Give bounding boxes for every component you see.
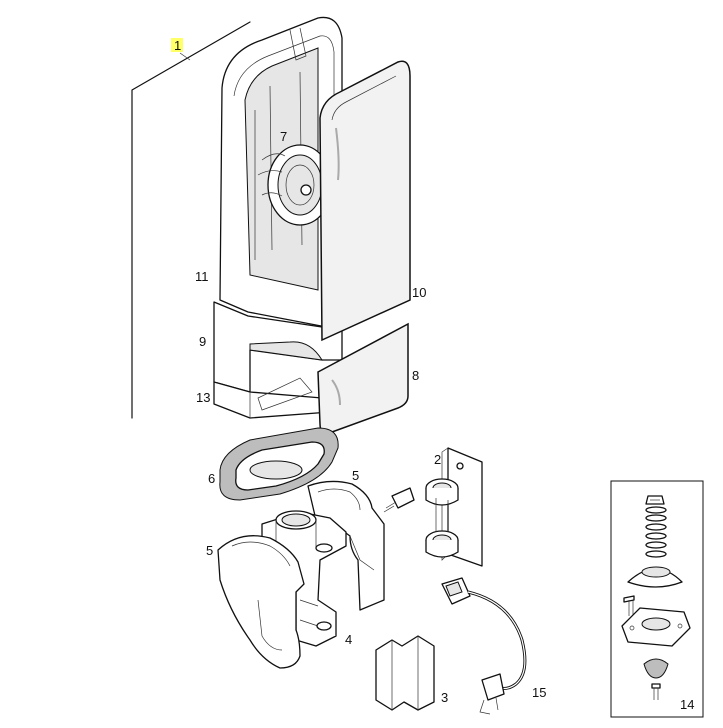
- label-5-upper: 5: [352, 468, 359, 483]
- screw: [383, 487, 415, 513]
- label-10: 10: [412, 285, 426, 300]
- label-9: 9: [199, 334, 206, 349]
- label-7: 7: [280, 129, 287, 144]
- mount-cover-right: [307, 480, 385, 611]
- label-8: 8: [412, 368, 419, 383]
- label-1: 1: [174, 38, 181, 53]
- gasket: [219, 427, 339, 501]
- label-11: 11: [195, 269, 209, 284]
- leader-1: [179, 52, 191, 61]
- clip: [375, 635, 435, 711]
- mirror-motor: [257, 144, 333, 226]
- mounting-bracket: [425, 447, 483, 567]
- mount-cover-left: [217, 535, 305, 669]
- mirror-glass-main: [319, 60, 411, 342]
- label-4: 4: [345, 632, 352, 647]
- label-3: 3: [441, 690, 448, 705]
- assembly-bracket: [131, 21, 251, 419]
- lower-housing: [213, 301, 343, 419]
- inset-hardware-box: [610, 480, 704, 718]
- label-1-highlight: [171, 38, 183, 52]
- label-15: 15: [532, 685, 546, 700]
- label-5-lower: 5: [206, 543, 213, 558]
- wiring-harness: [441, 577, 527, 715]
- label-6: 6: [208, 471, 215, 486]
- label-14: 14: [680, 697, 694, 712]
- label-13: 13: [196, 390, 210, 405]
- label-2: 2: [434, 452, 441, 467]
